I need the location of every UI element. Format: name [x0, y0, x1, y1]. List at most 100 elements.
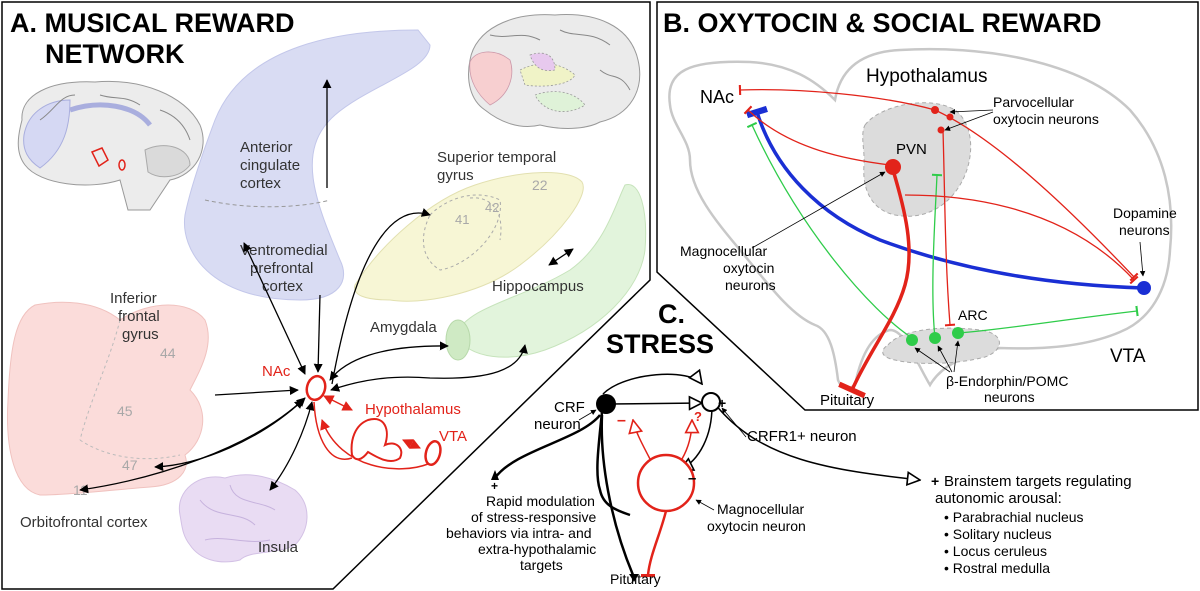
rapid-label-3: behaviors via intra- and: [446, 525, 592, 541]
beta-endorphin-label: β-Endorphin/POMC: [946, 373, 1068, 389]
vta-node: [424, 440, 442, 466]
oxytocin-circuit: [633, 420, 694, 576]
vmpfc-label-3: cortex: [262, 278, 303, 295]
minus-sign-black: –: [688, 470, 696, 487]
vmpfc-label: Ventromedial: [240, 242, 328, 259]
brainstem-label-2: autonomic arousal:: [935, 490, 1062, 507]
beta-endorphin-label-2: neurons: [984, 389, 1035, 405]
crfr1-label: CRFR1+ neuron: [747, 428, 857, 445]
crf-neuron: [596, 394, 616, 414]
pomc-neuron-2: [929, 332, 941, 344]
brain-outline-b: [668, 47, 1173, 390]
pituitary-c-label: Pituitary: [610, 571, 661, 587]
insula-label: Insula: [258, 539, 299, 556]
panel-b-leaders: [751, 108, 1146, 373]
stg-region: [354, 172, 584, 302]
panel-b-title: B. OXYTOCIN & SOCIAL REWARD: [663, 8, 1102, 38]
rapid-label-5: targets: [520, 557, 563, 573]
panel-c-title: C.: [658, 299, 685, 329]
minus-sign-red: –: [617, 412, 626, 429]
parvo-neuron-2: [946, 113, 954, 121]
ifg-label-2: frontal: [118, 308, 160, 325]
magno-label-2: oxytocin: [723, 260, 774, 276]
panel-a-title: A. MUSICAL REWARD: [10, 8, 295, 38]
acc-label-2: cingulate: [240, 157, 300, 174]
area-45-label: 45: [117, 403, 133, 419]
crfr1-neuron: [701, 392, 721, 412]
lateral-brain-illustration: [468, 14, 641, 129]
parvo-label-2: oxytocin neurons: [993, 111, 1099, 127]
ifg-label-3: gyrus: [122, 326, 159, 343]
hypothalamus-label-b: Hypothalamus: [866, 66, 987, 87]
plus-sign-brainstem: +: [931, 473, 939, 489]
nac-label-b: NAc: [700, 87, 734, 107]
magno-label: Magnocellular: [680, 243, 767, 259]
hippocampus-label: Hippocampus: [492, 278, 584, 295]
magno-c-label-2: oxytocin neuron: [707, 518, 806, 534]
panel-a-title-line2: NETWORK: [45, 39, 185, 69]
pituitary-terminal-black: [629, 574, 639, 582]
brainstem-target: • Locus ceruleus: [944, 543, 1047, 559]
rapid-label-2: of stress-responsive: [471, 509, 596, 525]
pituitary-label-b: Pituitary: [820, 392, 875, 409]
vmpfc-label-2: prefrontal: [250, 260, 313, 277]
panel-a-red-connections: [313, 395, 429, 470]
brainstem-target: • Solitary nucleus: [944, 526, 1052, 542]
question-mark: ?: [694, 409, 702, 424]
parvo-label: Parvocellular: [993, 94, 1074, 110]
rapid-label: Rapid modulation: [486, 493, 595, 509]
area-22-label: 22: [532, 177, 548, 193]
panel-b-border: [656, 1, 1199, 411]
ofc-label: Orbitofrontal cortex: [20, 514, 148, 531]
pvn-neuron: [885, 159, 901, 175]
stress-circuit: [493, 374, 920, 576]
plus-sign-crfr1: +: [718, 395, 726, 411]
brainstem-label: Brainstem targets regulating: [944, 473, 1132, 490]
parvo-neuron-1: [931, 106, 939, 114]
rapid-label-4: extra-hypothalamic: [478, 541, 596, 557]
brainstem-target: • Rostral medulla: [944, 560, 1050, 576]
nac-label: NAc: [262, 363, 291, 380]
crf-label-2: neuron: [534, 416, 581, 433]
medial-brain-illustration: [17, 80, 204, 211]
plus-sign-rapid: +: [491, 479, 498, 493]
stg-label-2: gyrus: [437, 167, 474, 184]
pomc-neuron-3: [952, 327, 964, 339]
crf-label: CRF: [554, 399, 585, 416]
pomc-neuron-1: [906, 334, 918, 346]
hippocampus-region: [454, 184, 647, 358]
dopamine-projection: [746, 105, 1144, 290]
panel-c-title-2: STRESS: [606, 329, 714, 359]
nac-node: [305, 374, 327, 402]
ifg-region: [7, 301, 209, 496]
panel-a-border: [1, 1, 651, 590]
arc-label: ARC: [958, 307, 988, 323]
area-41-label: 41: [455, 212, 469, 227]
acc-label: Anterior: [240, 139, 293, 156]
rapid-modulation-terminal: [491, 470, 499, 480]
dopamine-neuron: [1137, 281, 1151, 295]
vta-label-b: VTA: [1110, 346, 1146, 367]
dopamine-label-2: neurons: [1119, 222, 1170, 238]
beta-endorphin-projections: [746, 121, 1139, 339]
pituitary-terminal-red: [641, 574, 655, 577]
amygdala-label: Amygdala: [370, 319, 437, 336]
acc-label-3: cortex: [240, 175, 281, 192]
dopamine-label: Dopamine: [1113, 205, 1177, 221]
ifg-label: Inferior: [110, 290, 157, 307]
brainstem-target: • Parabrachial nucleus: [944, 509, 1084, 525]
vta-label: VTA: [439, 428, 467, 445]
hypothalamus-node: [350, 418, 403, 462]
stg-label: Superior temporal: [437, 149, 556, 166]
hypothalamus-label: Hypothalamus: [365, 401, 461, 418]
area-42-label: 42: [485, 200, 499, 215]
pituitary-projection: [838, 169, 911, 399]
area-44-label: 44: [160, 345, 176, 361]
magno-label-3: neurons: [725, 277, 776, 293]
panel-a-connections: [79, 79, 574, 494]
pvn-label: PVN: [896, 141, 927, 158]
area-47-label: 47: [122, 457, 138, 473]
magno-c-label: Magnocellular: [717, 501, 804, 517]
